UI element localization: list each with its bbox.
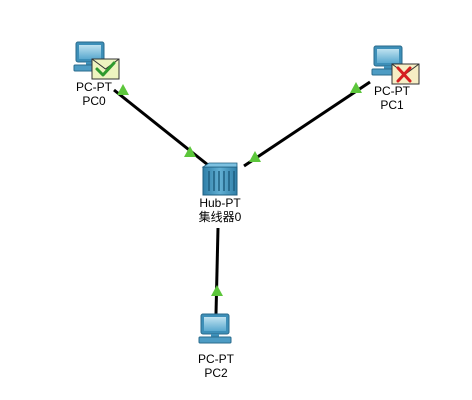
pc2-device-icon[interactable] [198, 313, 232, 344]
pc1-type-label: PC-PT [374, 84, 410, 98]
hub0-device-icon[interactable] [201, 162, 238, 196]
link-status-pc0-end [117, 84, 129, 95]
pc2-type-label: PC-PT [198, 352, 234, 366]
pdu-envelope-success-icon[interactable] [91, 58, 120, 80]
link-pc2-hub0[interactable] [214, 227, 220, 315]
pdu-envelope-failed-icon[interactable] [391, 63, 420, 85]
pc0-type-label: PC-PT [76, 80, 112, 94]
link-status-pc2-end [211, 285, 223, 296]
pc1-label: PC-PT PC1 [368, 84, 416, 112]
pc2-label: PC-PT PC2 [192, 352, 240, 380]
link-status-hub0-pc1-end [249, 151, 261, 162]
hub0-label: Hub-PT 集线器0 [190, 196, 250, 224]
pc0-name-label: PC0 [82, 94, 106, 108]
pc1-name-label: PC1 [380, 98, 404, 112]
hub0-type-label: Hub-PT [199, 196, 241, 210]
pc2-name-label: PC2 [204, 366, 228, 380]
pc0-label: PC-PT PC0 [70, 80, 118, 108]
pc1-device-icon[interactable] [371, 45, 405, 76]
hub0-name-label: 集线器0 [198, 210, 242, 224]
link-status-pc1-end [350, 82, 362, 93]
link-pc1-hub0[interactable] [243, 80, 371, 168]
link-status-hub0-pc0-end [184, 146, 196, 157]
